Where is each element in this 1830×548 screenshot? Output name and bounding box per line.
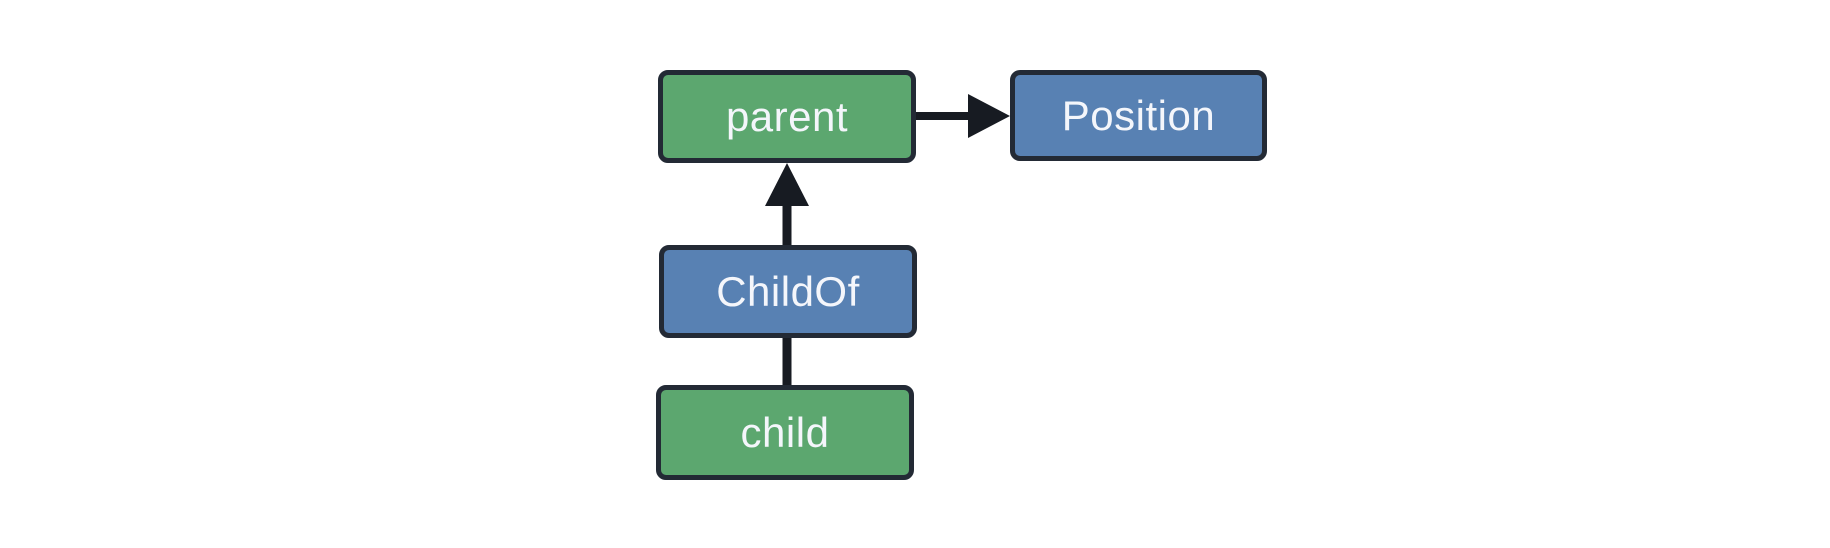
node-child-label: child	[740, 408, 830, 456]
node-parent: parent	[658, 70, 916, 163]
node-position-label: Position	[1061, 91, 1216, 139]
node-position: Position	[1010, 70, 1267, 161]
node-childof-label: ChildOf	[716, 267, 860, 315]
arrowhead-up-icon	[765, 163, 809, 206]
node-childof: ChildOf	[659, 245, 917, 338]
node-parent-label: parent	[725, 92, 849, 140]
edge-childof-to-parent	[765, 163, 809, 245]
arrowhead-right-icon	[968, 94, 1010, 138]
node-child: child	[656, 385, 914, 480]
edge-parent-to-position	[915, 94, 1010, 138]
